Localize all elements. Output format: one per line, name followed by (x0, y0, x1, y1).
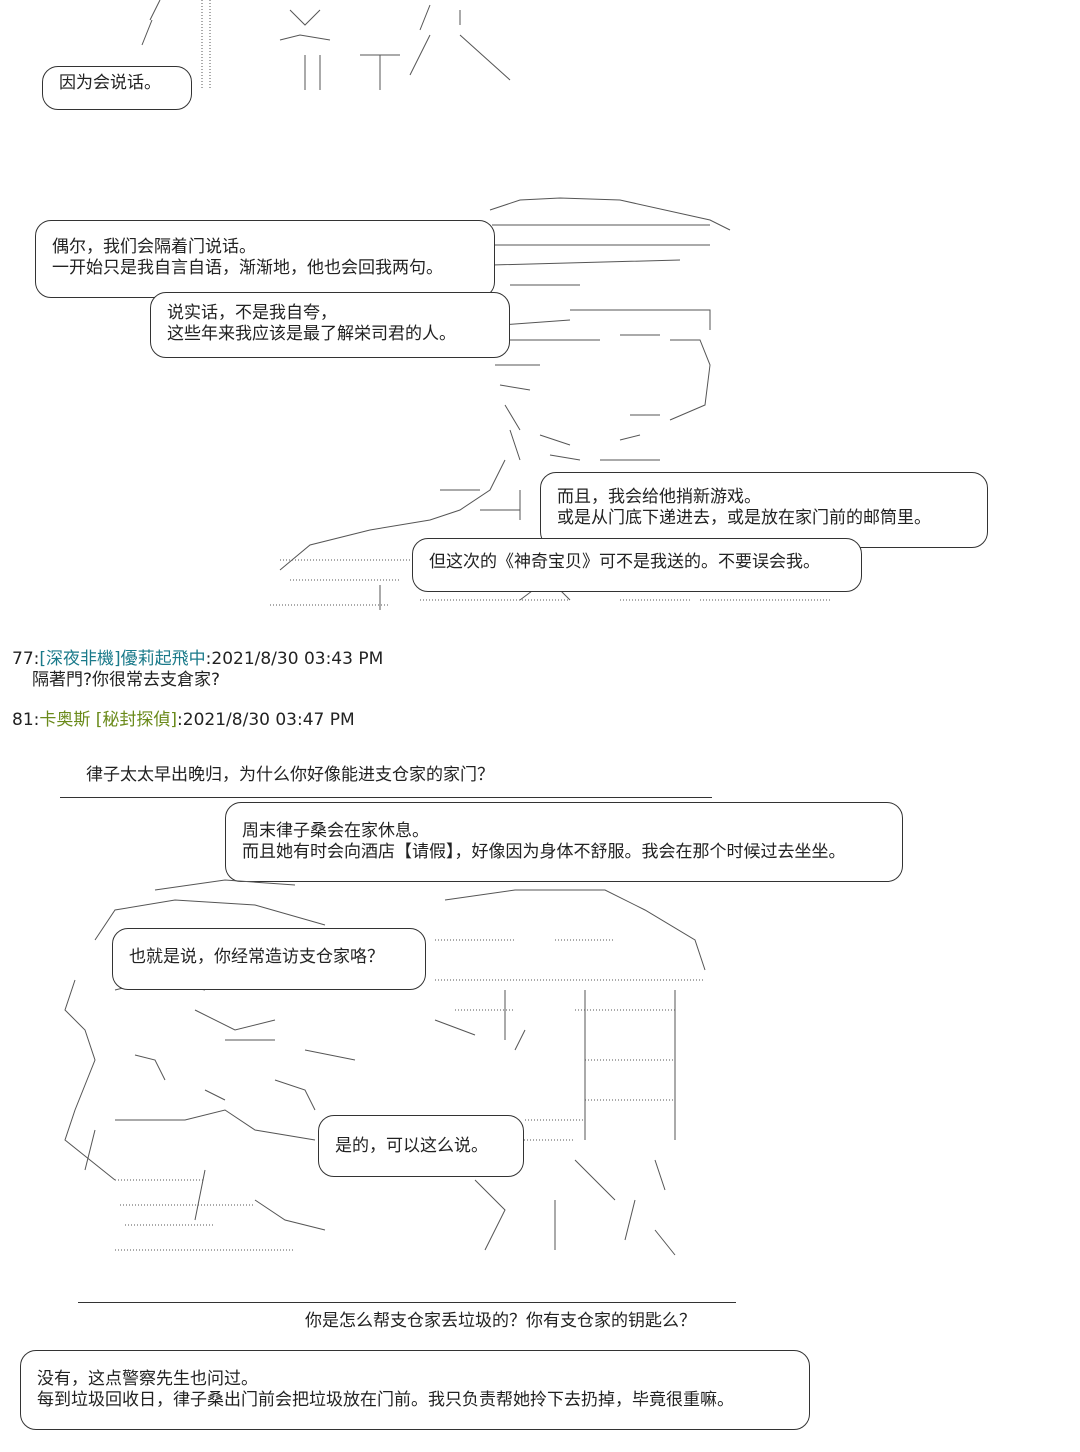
bubble-text: 是的，可以这么说。 (335, 1136, 488, 1156)
narration-underline (60, 797, 712, 798)
speech-bubble-often-visit: 也就是说，你经常造访支仓家咯？ (112, 928, 426, 990)
speech-bubble-know-him-best: 说实话，不是我自夸， 这些年来我应该是最了解栄司君的人。 (150, 292, 510, 358)
bubble-line-1: 没有，这点警察先生也问过。 (37, 1369, 258, 1389)
post-timestamp: 2021/8/30 03:47 PM (182, 710, 355, 730)
post-number: 81 (12, 710, 34, 730)
narration-overline (78, 1302, 736, 1303)
bubble-line-1: 周末律子桑会在家休息。 (242, 821, 429, 841)
narration-question-enter-home: 律子太太早出晚归，为什么你好像能进支仓家的家门？ (86, 765, 494, 785)
speech-bubble-pokemon-not-mine: 但这次的《神奇宝贝》可不是我送的。不要误会我。 (412, 538, 862, 592)
bubble-text: 也就是说，你经常造访支仓家咯？ (129, 947, 384, 967)
post-timestamp: 2021/8/30 03:43 PM (211, 649, 384, 669)
speech-bubble-bring-games: 而且，我会给他捎新游戏。 或是从门底下递进去，或是放在家门前的邮筒里。 (540, 472, 988, 548)
speech-bubble-because-can-talk: 因为会说话。 (42, 66, 192, 110)
ascii-art-two-figures (64, 879, 706, 1256)
bubble-text: 但这次的《神奇宝贝》可不是我送的。不要误会我。 (429, 552, 820, 572)
bubble-line-1: 说实话，不是我自夸， (167, 303, 337, 323)
bubble-line-2: 一开始只是我自言自语，渐渐地，他也会回我两句。 (52, 258, 443, 278)
bubble-text: 因为会说话。 (59, 73, 161, 93)
bubble-line-2: 或是从门底下递进去，或是放在家门前的邮筒里。 (557, 508, 931, 528)
post-body-77: 隔著門?你很常去支倉家? (32, 670, 221, 690)
ascii-art-figure-top (141, 0, 511, 90)
speech-bubble-no-key: 没有，这点警察先生也问过。 每到垃圾回收日，律子桑出门前会把垃圾放在门前。我只负… (20, 1350, 810, 1430)
poster-name-link[interactable]: 卡奥斯 [秘封探偵] (39, 710, 178, 730)
bubble-line-2: 而且她有时会向酒店【请假】，好像因为身体不舒服。我会在那个时候过去坐坐。 (242, 842, 846, 862)
poster-name-link[interactable]: [深夜非機]優莉起飛中 (39, 649, 206, 669)
speech-bubble-talk-through-door: 偶尔，我们会隔着门说话。 一开始只是我自言自语，渐渐地，他也会回我两句。 (35, 220, 495, 298)
bubble-line-1: 而且，我会给他捎新游戏。 (557, 487, 761, 507)
narration-question-garbage: 你是怎么帮支仓家丢垃圾的？你有支仓家的钥匙么？ (305, 1311, 696, 1331)
bubble-line-1: 偶尔，我们会隔着门说话。 (52, 237, 256, 257)
bubble-line-2: 这些年来我应该是最了解栄司君的人。 (167, 324, 456, 344)
post-header-81: 81:卡奥斯 [秘封探偵]:2021/8/30 03:47 PM (12, 710, 355, 730)
speech-bubble-yes-can-say: 是的，可以这么说。 (318, 1115, 524, 1177)
speech-bubble-weekend-rest: 周末律子桑会在家休息。 而且她有时会向酒店【请假】，好像因为身体不舒服。我会在那… (225, 802, 903, 882)
post-number: 77 (12, 649, 34, 669)
bubble-line-2: 每到垃圾回收日，律子桑出门前会把垃圾放在门前。我只负责帮她拎下去扔掉，毕竟很重嘛… (37, 1390, 734, 1410)
post-header-77: 77:[深夜非機]優莉起飛中:2021/8/30 03:43 PM (12, 649, 384, 669)
